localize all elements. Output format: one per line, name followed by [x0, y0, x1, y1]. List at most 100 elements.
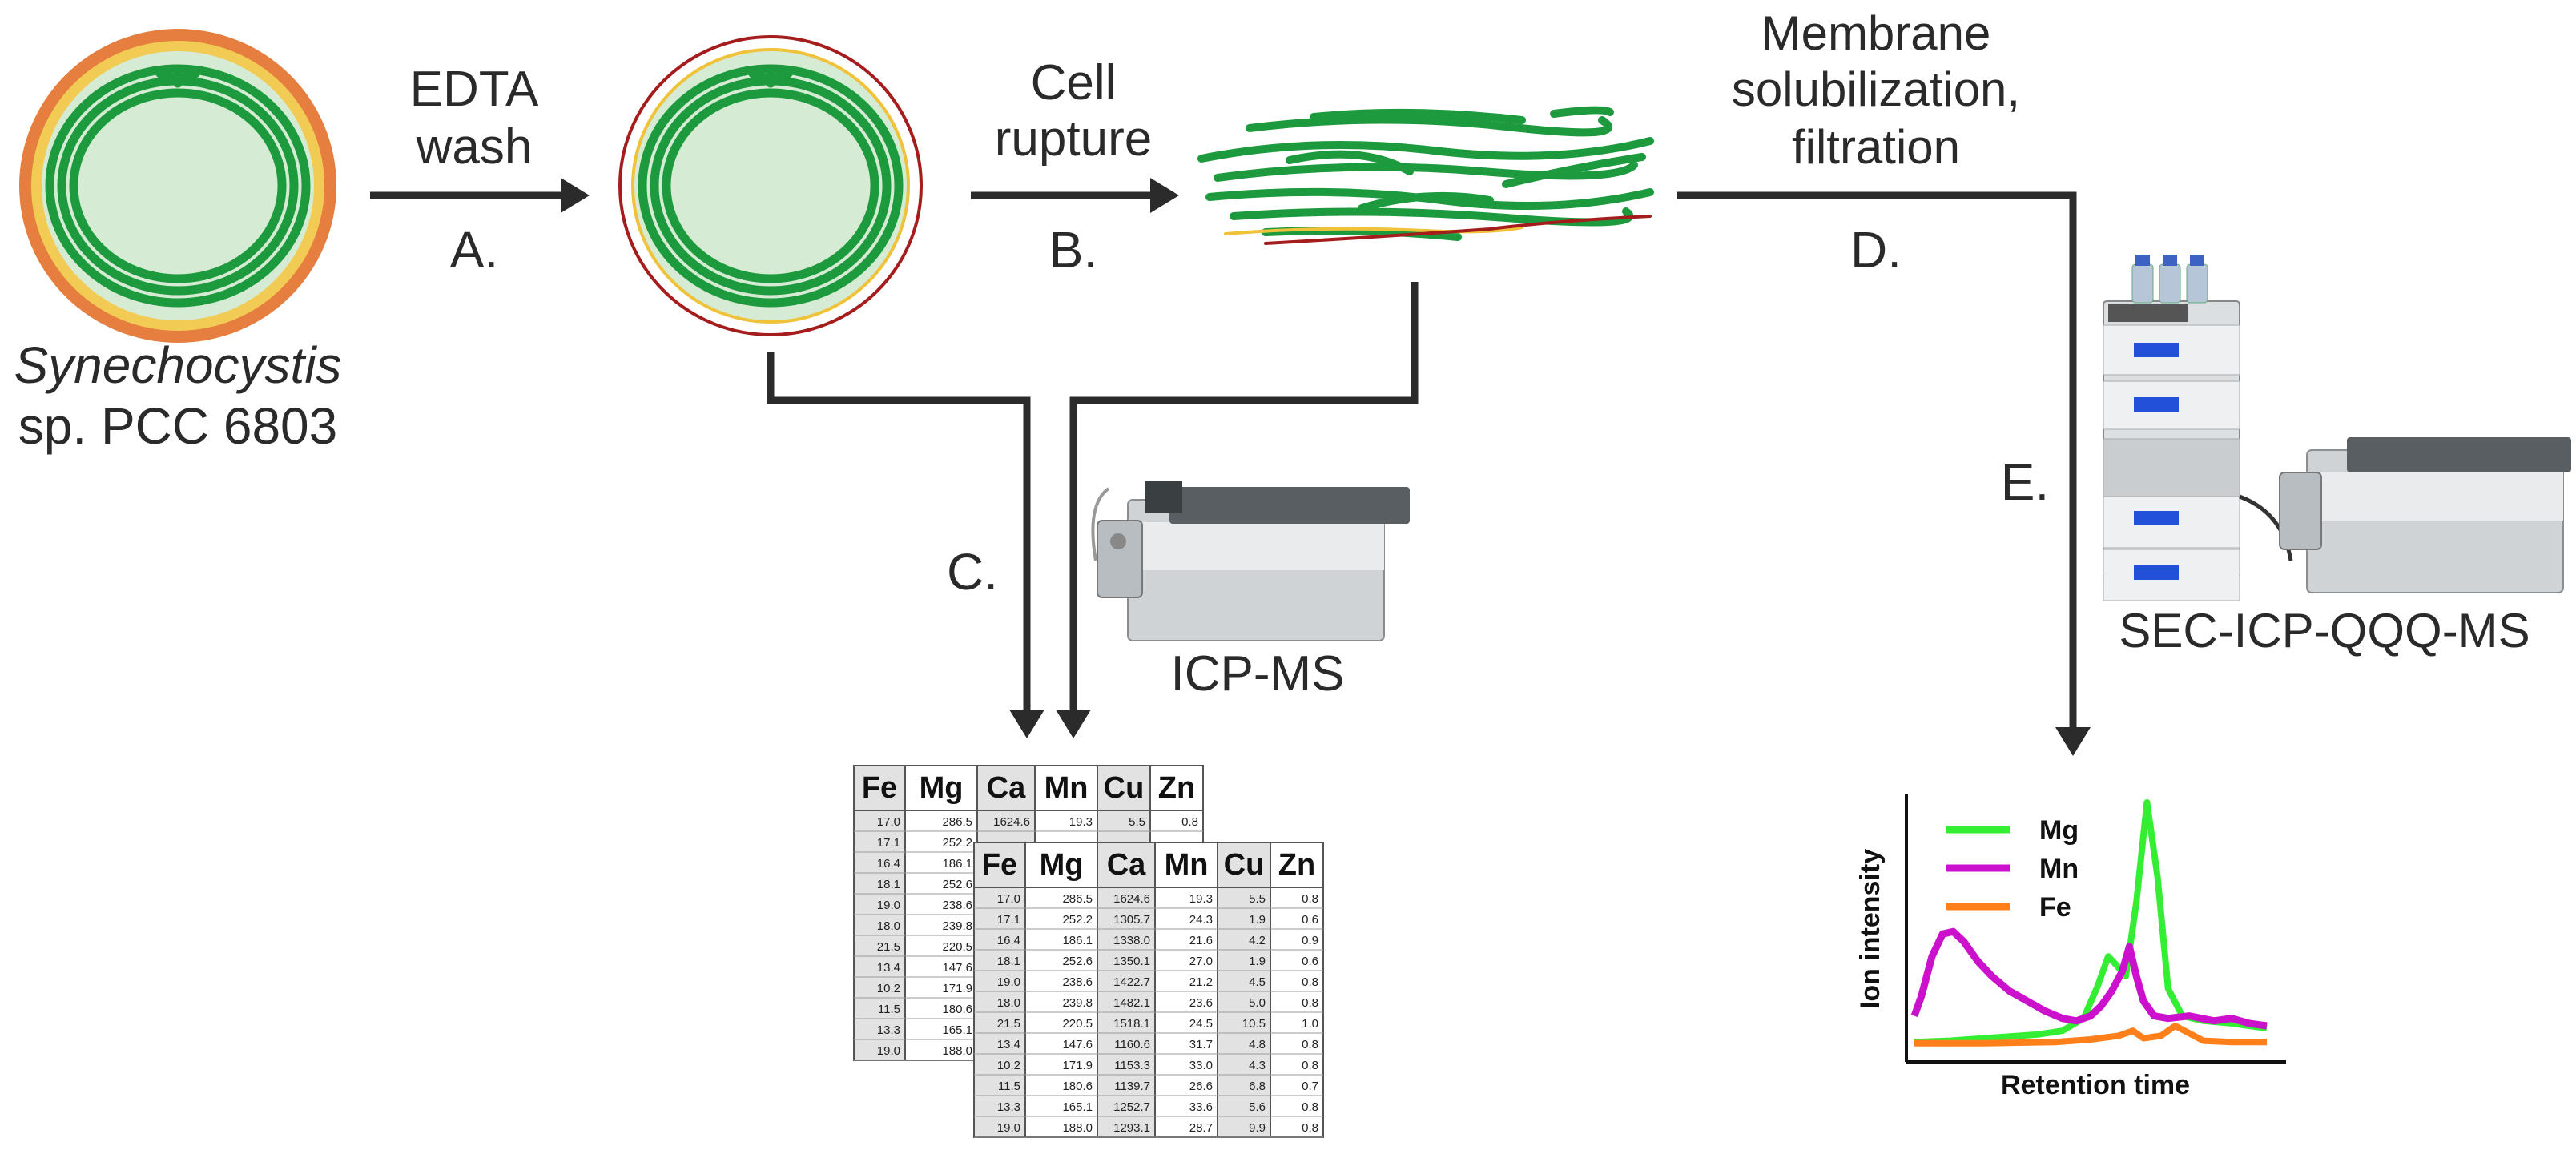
front-table-cell: 23.6: [1189, 996, 1213, 1010]
back-table-header-fe: Fe: [862, 771, 897, 805]
back-table-cell: 180.6: [942, 1003, 972, 1016]
front-table-cell: 180.6: [1062, 1080, 1093, 1093]
back-table-header-mg: Mg: [920, 771, 964, 805]
chart-xlabel: Retention time: [2001, 1070, 2190, 1100]
front-table-cell: 171.9: [1062, 1059, 1093, 1072]
back-table-col-fe: [853, 765, 906, 1061]
front-table-cell: 26.6: [1189, 1080, 1213, 1093]
back-table-cell: 17.1: [877, 836, 900, 850]
back-table-cell: 0.8: [1181, 815, 1198, 829]
icpms-instrument: [1091, 481, 1410, 641]
arrow-c-left-head: [1009, 710, 1044, 738]
front-table-cell: 16.4: [997, 934, 1020, 947]
series-mn-line: [1910, 927, 2268, 1030]
front-table-cell: 1482.1: [1113, 996, 1150, 1010]
series-fe-line: [1914, 1023, 2267, 1047]
front-table-cell: 13.4: [997, 1038, 1020, 1051]
front-table-cell: 1293.1: [1113, 1121, 1150, 1135]
front-table-cell: 1422.7: [1113, 975, 1150, 989]
back-table-cell: 19.0: [877, 899, 900, 912]
legend-label-mn: Mn: [2039, 854, 2079, 884]
front-table-cell: 239.8: [1062, 996, 1093, 1010]
front-table-cell: 1160.6: [1114, 1038, 1150, 1051]
front-table-cell: 21.2: [1189, 975, 1213, 989]
front-table-cell: 31.7: [1189, 1038, 1213, 1051]
front-table-cell: 186.1: [1062, 934, 1093, 947]
back-table-cell: 5.5: [1129, 815, 1145, 829]
step-c-letter: C.: [947, 543, 998, 601]
front-table-cell: 19.3: [1189, 892, 1213, 906]
front-table-cell: 1305.7: [1113, 913, 1150, 927]
arrow-e-head: [2055, 727, 2091, 756]
front-table-cell: 21.6: [1189, 934, 1213, 947]
step-a-letter: A.: [450, 221, 498, 279]
step-a-line1: EDTA: [410, 62, 539, 117]
front-table-cell: 1139.7: [1114, 1080, 1150, 1093]
front-table-cell: 24.3: [1189, 913, 1213, 927]
front-table-cell: 286.5: [1062, 892, 1093, 906]
front-table-cell: 33.0: [1189, 1059, 1213, 1072]
front-table-cell: 6.8: [1249, 1080, 1266, 1093]
front-table-cell: 0.8: [1302, 1121, 1318, 1135]
thylakoid-membranes: [45, 64, 311, 308]
front-table-cell: 19.0: [997, 1121, 1020, 1135]
front-table-header-ca: Ca: [1107, 848, 1146, 882]
front-table-cell: 1338.0: [1113, 934, 1150, 947]
front-table-header-fe: Fe: [982, 848, 1017, 882]
back-table-cell: 18.0: [877, 919, 900, 933]
front-table-cell: 18.0: [997, 996, 1020, 1010]
back-table-header-mn: Mn: [1044, 771, 1089, 805]
front-table-cell: 0.8: [1302, 1059, 1318, 1072]
front-table-cell: 24.5: [1189, 1017, 1213, 1031]
back-table-header-cu: Cu: [1104, 771, 1145, 805]
back-table-cell: 220.5: [942, 940, 972, 954]
back-table-cell: 147.6: [942, 961, 972, 975]
front-table-cell: 0.8: [1302, 1100, 1318, 1114]
icpms-label: ICP-MS: [1171, 646, 1345, 702]
step-a-line2: wash: [416, 119, 533, 175]
step-d-line3: filtration: [1792, 120, 1960, 174]
front-table-cell: 1350.1: [1113, 955, 1150, 968]
front-table-cell: 9.9: [1249, 1121, 1266, 1135]
front-table-cell: 252.6: [1062, 955, 1093, 968]
front-table-cell: 10.5: [1242, 1017, 1266, 1031]
step-d-letter: D.: [1850, 221, 1902, 279]
back-table-cell: 19.0: [877, 1044, 900, 1058]
front-table-cell: 0.7: [1302, 1080, 1318, 1093]
front-table-cell: 1518.1: [1113, 1017, 1150, 1031]
front-table-cell: 21.5: [997, 1017, 1020, 1031]
front-table-header-cu: Cu: [1224, 848, 1265, 882]
arrow-b-head: [1150, 178, 1179, 213]
front-table-cell: 188.0: [1062, 1121, 1093, 1135]
front-table-cell: 19.0: [997, 975, 1020, 989]
step-b-line2: rupture: [995, 111, 1152, 167]
arrow-c-left: [767, 352, 1031, 719]
sec-label: SEC-ICP-QQQ-MS: [2119, 604, 2530, 657]
front-table-cell: 28.7: [1189, 1121, 1213, 1135]
back-table-cell: 239.8: [942, 919, 972, 933]
front-table-cell: 13.3: [997, 1100, 1020, 1114]
front-table-cell: 252.2: [1062, 913, 1093, 927]
back-table-cell: 18.1: [877, 878, 900, 891]
cell-native: [19, 29, 336, 343]
step-b-line1: Cell: [1031, 55, 1117, 111]
step-e-letter: E.: [2001, 453, 2049, 511]
front-table-cell: 18.1: [997, 955, 1020, 968]
front-table-cell: 17.0: [997, 892, 1020, 906]
series-mg-line: [1914, 799, 2268, 1046]
front-table-cell: 1252.7: [1113, 1100, 1150, 1114]
front-table-cell: 1153.3: [1114, 1059, 1150, 1072]
front-table-cell: 0.8: [1302, 975, 1318, 989]
front-table-cell: 1.9: [1249, 955, 1266, 968]
back-table-cell: 10.2: [877, 982, 900, 995]
front-table-cell: 33.6: [1189, 1100, 1213, 1114]
step-b-letter: B.: [1049, 221, 1097, 279]
washed-thylakoids: [638, 64, 904, 308]
organism-genus: Synechocystis: [14, 336, 341, 394]
back-table-cell: 188.0: [942, 1044, 972, 1058]
front-table-cell: 4.5: [1249, 975, 1266, 989]
front-table-cell: 220.5: [1062, 1017, 1093, 1031]
